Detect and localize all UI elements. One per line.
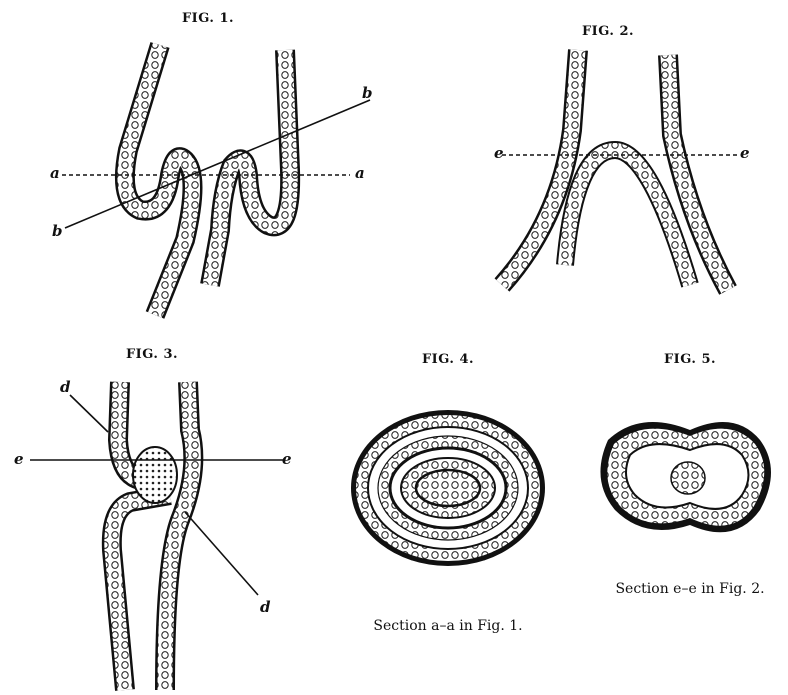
figure-1-title: FIG. 1. [182,11,234,26]
figure-5-title: FIG. 5. [664,352,716,367]
figure-3-title: FIG. 3. [126,347,178,362]
fig4-caption: Section a–a in Fig. 1. [373,618,522,634]
figure-4: FIG. 4. Section a–a in Fig. 1. [351,352,545,634]
label-e-left: e [494,144,504,162]
figure-2-title: FIG. 2. [582,24,634,39]
fig3-label-e-left: e [14,450,24,468]
label-b-right: b [362,84,373,102]
fig1-left-tube [125,45,193,315]
fig3-label-e-right: e [282,450,292,468]
figure-3: FIG. 3. e e d d [14,347,292,690]
label-a-left: a [50,164,60,182]
fig5-inner-core [671,462,705,494]
label-a-right: a [355,164,365,182]
label-e-right: e [740,144,750,162]
figure-1: FIG. 1. a a b b [50,11,373,315]
figure-2: FIG. 2. e e [494,24,750,290]
fig3-label-d-top: d [60,378,71,396]
fig3-pointer-d-bottom [185,512,258,595]
fig3-cell-mass [133,447,177,503]
figure-4-title: FIG. 4. [422,352,474,367]
fig5-caption: Section e–e in Fig. 2. [615,581,764,597]
fig3-label-d-bottom: d [260,598,271,616]
fig3-pointer-d-top [70,395,108,432]
fig4-inner-ring [416,470,480,506]
figure-5: FIG. 5. Section e–e in Fig. 2. [600,352,771,597]
label-b-left: b [52,222,63,240]
